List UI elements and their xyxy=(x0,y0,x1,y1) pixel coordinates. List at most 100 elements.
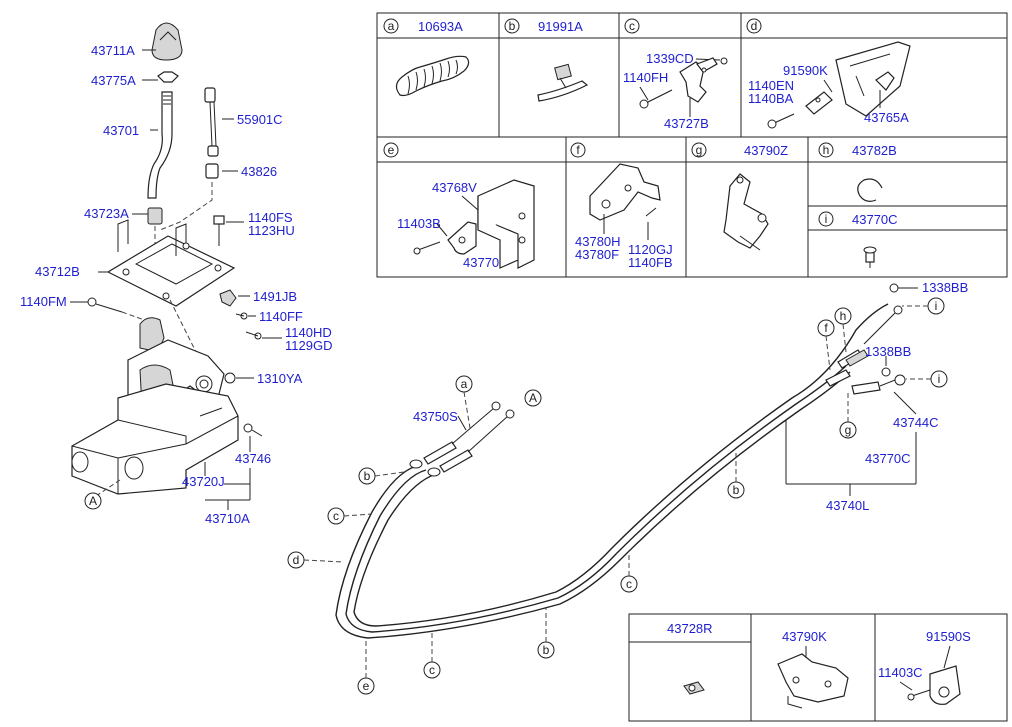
label-43775a: 43775A xyxy=(91,73,136,88)
bolt-1140fm-icon xyxy=(87,297,123,313)
bolt-1140fs-icon xyxy=(213,215,225,246)
cell-a-part: 10693A xyxy=(418,19,463,34)
callout-g: g xyxy=(845,423,852,437)
callout-i-mid: i xyxy=(938,372,941,386)
clip-43728r-icon xyxy=(683,681,705,695)
cell-a: a 10693A xyxy=(383,18,470,97)
label-1140hd: 1140HD xyxy=(285,325,332,340)
label-1140fm: 1140FM xyxy=(20,294,67,309)
ref-a-housing: A xyxy=(89,494,97,508)
ref-a-cable: A xyxy=(529,391,537,405)
clip-1491jb-icon xyxy=(219,289,237,307)
retaining-clip-icon xyxy=(857,178,883,202)
label-1491jb: 1491JB xyxy=(253,289,297,304)
bolt-43746-icon xyxy=(243,423,263,437)
callout-f: f xyxy=(824,321,828,335)
label-43701: 43701 xyxy=(103,123,139,138)
bottom-label-43790k: 43790K xyxy=(782,629,827,644)
pipe-icon xyxy=(204,87,219,179)
parts-table xyxy=(376,12,1008,278)
bolt-icon xyxy=(639,89,673,109)
cell-c-letter: c xyxy=(629,19,635,33)
callouts: a b c d e c b c b xyxy=(287,297,948,695)
cell-f-sub-43780f: 43780F xyxy=(575,247,619,262)
callout-c-bottom: c xyxy=(429,663,435,677)
cable-assembly: a b c d e c b c b xyxy=(287,280,968,695)
cell-f: f 43780H 43780F 1120GJ 1140FB xyxy=(570,142,673,270)
label-1123hu: 1123HU xyxy=(248,223,295,238)
cell-i-letter: i xyxy=(825,212,828,226)
callout-d: d xyxy=(293,553,300,567)
bottom-label-43728r: 43728R xyxy=(667,621,713,636)
cell-c-sub-43727b: 43727B xyxy=(664,116,709,131)
cell-d-sub-1140ba: 1140BA xyxy=(748,91,794,106)
cell-c-sub-1140fh: 1140FH xyxy=(623,70,668,85)
knob-icon xyxy=(151,22,183,61)
label-1338bb-top: 1338BB xyxy=(922,280,968,295)
label-43712b: 43712B xyxy=(35,264,80,279)
callout-c-mid: c xyxy=(626,577,632,591)
bottom-label-11403c: 11403C xyxy=(878,665,923,680)
cell-h-part: 43782B xyxy=(852,143,897,158)
label-43723a: 43723A xyxy=(84,206,129,221)
label-1140ff: 1140FF xyxy=(259,309,303,324)
label-43710a: 43710A xyxy=(205,511,250,526)
callout-b-right: b xyxy=(733,483,740,497)
cell-e-part: 43768V xyxy=(432,180,477,195)
cell-b: b 91991A xyxy=(504,18,589,102)
cell-e-sub-11403b: 11403B xyxy=(397,216,441,231)
base-plate-icon xyxy=(106,235,236,307)
cable-bracket-icon xyxy=(413,179,535,269)
cell-e-letter: e xyxy=(388,143,395,157)
cell-g: g 43790Z xyxy=(691,142,788,251)
cell-b-letter: b xyxy=(509,19,516,33)
label-1129gd: 1129GD xyxy=(285,338,332,353)
mounting-bracket-icon xyxy=(767,41,911,129)
label-43740l: 43740L xyxy=(826,498,869,513)
label-1310ya: 1310YA xyxy=(257,371,303,386)
callout-e: e xyxy=(363,679,370,693)
lever-bracket-icon xyxy=(723,173,769,251)
bushing-icon xyxy=(147,207,163,225)
label-43826: 43826 xyxy=(241,164,277,179)
label-55901c: 55901C xyxy=(237,112,283,127)
pin-icon xyxy=(863,246,877,268)
lever-icon xyxy=(147,91,173,199)
label-43750s: 43750S xyxy=(413,409,458,424)
cell-i: i 43770C xyxy=(818,211,898,268)
callout-i-top: i xyxy=(935,299,938,313)
callout-c-left: c xyxy=(333,509,339,523)
bracket-43790k-icon xyxy=(777,653,849,709)
cell-c: c 1339CD 1140FH 43727B xyxy=(623,18,728,131)
cell-f-sub-1120gj: 1120GJ xyxy=(628,242,673,257)
label-1140fs: 1140FS xyxy=(248,210,293,225)
label-43720j: 43720J xyxy=(182,474,225,489)
cell-d-letter: d xyxy=(751,19,758,33)
cell-b-part: 91991A xyxy=(538,19,583,34)
cell-i-part: 43770C xyxy=(852,212,898,227)
cell-d-sub-1140en: 1140EN xyxy=(748,78,794,93)
bolt-1140hd-icon xyxy=(245,331,262,340)
nut-icon xyxy=(157,71,179,83)
label-1338bb-mid: 1338BB xyxy=(865,344,911,359)
cell-d: d 91590K 1140EN 1140BA 43765A xyxy=(746,18,911,129)
clamp-91590s-icon xyxy=(907,665,961,705)
nut-1310ya-icon xyxy=(224,372,236,384)
spring-coil-icon xyxy=(395,55,470,97)
bottom-table: 43728R 43790K 91590S 11403C xyxy=(628,613,1008,722)
cell-h: h 43782B xyxy=(818,142,897,202)
callout-b-bottom: b xyxy=(543,643,550,657)
cell-g-part: 43790Z xyxy=(744,143,788,158)
label-43746: 43746 xyxy=(235,451,271,466)
cell-f-letter: f xyxy=(576,143,580,157)
callout-b-left: b xyxy=(364,469,371,483)
shift-bracket-icon xyxy=(589,163,661,221)
cable-end-right-icon xyxy=(825,283,906,395)
cell-f-part: 43780H xyxy=(575,234,621,249)
bolt-1140ff-icon xyxy=(235,312,248,320)
cell-f-sub-1140fb: 1140FB xyxy=(628,255,673,270)
callout-a: a xyxy=(461,377,468,391)
housing-icon xyxy=(71,383,239,495)
cell-c-part: 1339CD xyxy=(646,51,694,66)
label-43711a: 43711A xyxy=(91,43,135,58)
